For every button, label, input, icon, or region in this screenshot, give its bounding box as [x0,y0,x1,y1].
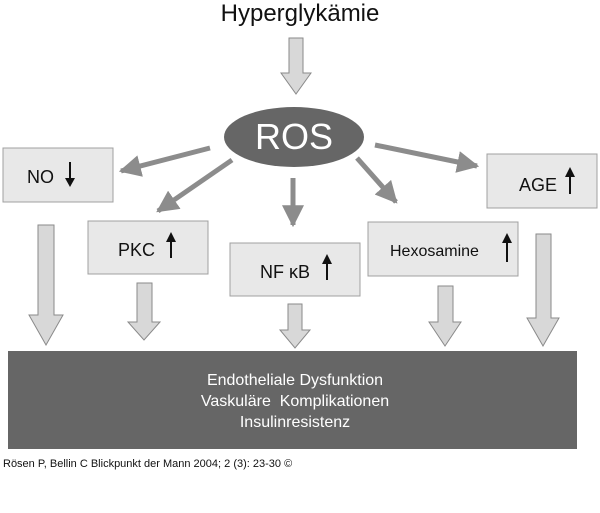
arrow-age-to-outcome [526,233,560,348]
arrow-no-to-outcome [28,224,64,347]
arrow-hyperglykaemie-to-ros [280,37,312,95]
up-arrow-icon [166,232,176,258]
factor-label-no: NO [27,167,54,187]
factor-box-no: NO [2,147,114,203]
factor-label-age: AGE [519,175,557,195]
factor-box-hexosamine: Hexosamine [367,221,519,277]
citation: Rösen P, Bellin C Blickpunkt der Mann 20… [3,458,293,470]
arrow-pkc-to-outcome [126,282,162,341]
outcome-line-3: Insulinresistenz [240,414,350,431]
arrow-ros-to-hexosamine [355,156,398,204]
arrow-ros-to-no [118,145,211,177]
ros-node: ROS [224,107,364,167]
arrow-ros-to-pkc [156,157,234,214]
down-arrow-icon [65,162,75,187]
factor-box-nfkb: NF κB [229,242,361,297]
factor-label-pkc: PKC [118,240,155,260]
arrow-ros-to-age [374,142,480,173]
arrow-nfkb-to-outcome [278,303,312,349]
factor-box-pkc: PKC [87,220,209,275]
outcome-line-1: Endotheliale Dysfunktion [207,372,383,389]
up-arrow-icon [502,233,512,262]
factor-box-age: AGE [486,153,598,209]
diagram-title: Hyperglykämie [221,0,380,27]
arrow-hexosamine-to-outcome [428,285,462,347]
pathway-diagram: Hyperglykämie ROS NO PKC NF κB [2,0,598,449]
ros-label: ROS [255,116,333,157]
factor-label-nfkb: NF κB [260,262,310,282]
outcome-line-2: Vaskuläre Komplikationen [201,393,389,410]
outcome-box: Endotheliale Dysfunktion Vaskuläre Kompl… [8,351,577,449]
factor-label-hexosamine: Hexosamine [390,243,479,260]
up-arrow-icon [322,254,332,280]
up-arrow-icon [565,167,575,194]
